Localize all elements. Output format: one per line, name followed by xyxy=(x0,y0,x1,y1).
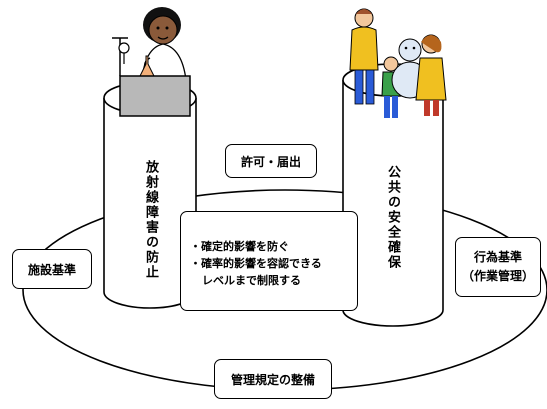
principle-stochastic: ・確率的影響を容認できる xyxy=(190,257,322,270)
action-standards-label: 行為基準 xyxy=(473,250,522,264)
principles-box: ・確定的影響を防ぐ ・確率的影響を容認できる レベルまで制限する xyxy=(180,211,358,311)
action-standards-box: 行為基準 （作業管理） xyxy=(455,237,541,297)
management-rules-box: 管理規定の整備 xyxy=(214,359,332,399)
principle-limit: レベルまで制限する xyxy=(202,274,301,287)
management-rules-label: 管理規定の整備 xyxy=(230,372,315,387)
scientist-illustration xyxy=(112,7,191,117)
family-illustration xyxy=(349,8,447,118)
principle-deterministic: ・確定的影響を防ぐ xyxy=(190,240,289,253)
work-management-label: （作業管理） xyxy=(461,269,534,283)
permit-label: 許可・届出 xyxy=(240,154,301,169)
facility-standards-box: 施設基準 xyxy=(12,249,92,289)
facility-standards-label: 施設基準 xyxy=(27,262,76,277)
lab-bench xyxy=(119,75,191,117)
right-pillar-label: 公共の安全確保 xyxy=(385,165,400,270)
left-pillar-label: 放射線障害の防止 xyxy=(143,160,158,280)
permit-box: 許可・届出 xyxy=(225,144,317,178)
